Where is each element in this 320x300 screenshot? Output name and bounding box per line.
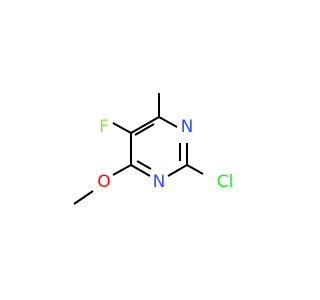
structure-canvas: F N N Cl O xyxy=(73,93,234,205)
ring-bond-c4-n3 xyxy=(130,164,151,177)
ring-bond-c4-n3-inner xyxy=(136,160,152,170)
methoxy-bond xyxy=(73,190,94,205)
ring-bond-c6-c5 xyxy=(130,116,160,134)
ring-bond-n3-c2 xyxy=(167,164,188,177)
fluorine-label: F xyxy=(99,117,109,137)
atom-label-layer: F N N Cl O xyxy=(97,117,233,192)
ring-bond-c6-c5-inner xyxy=(134,123,155,136)
ring-bond-n1-c6 xyxy=(158,116,178,128)
ring-nitrogen-top-label: N xyxy=(181,117,194,137)
chlorine-bond xyxy=(186,164,204,175)
chlorine-label: Cl xyxy=(217,172,234,192)
bond-layer xyxy=(73,93,204,205)
molecule-structure: F N N Cl O xyxy=(73,93,233,205)
ring-nitrogen-bottom-label: N xyxy=(153,172,166,192)
fluorine-bond xyxy=(112,122,132,134)
oxygen-label: O xyxy=(97,172,110,192)
oxygen-bond xyxy=(112,164,132,176)
